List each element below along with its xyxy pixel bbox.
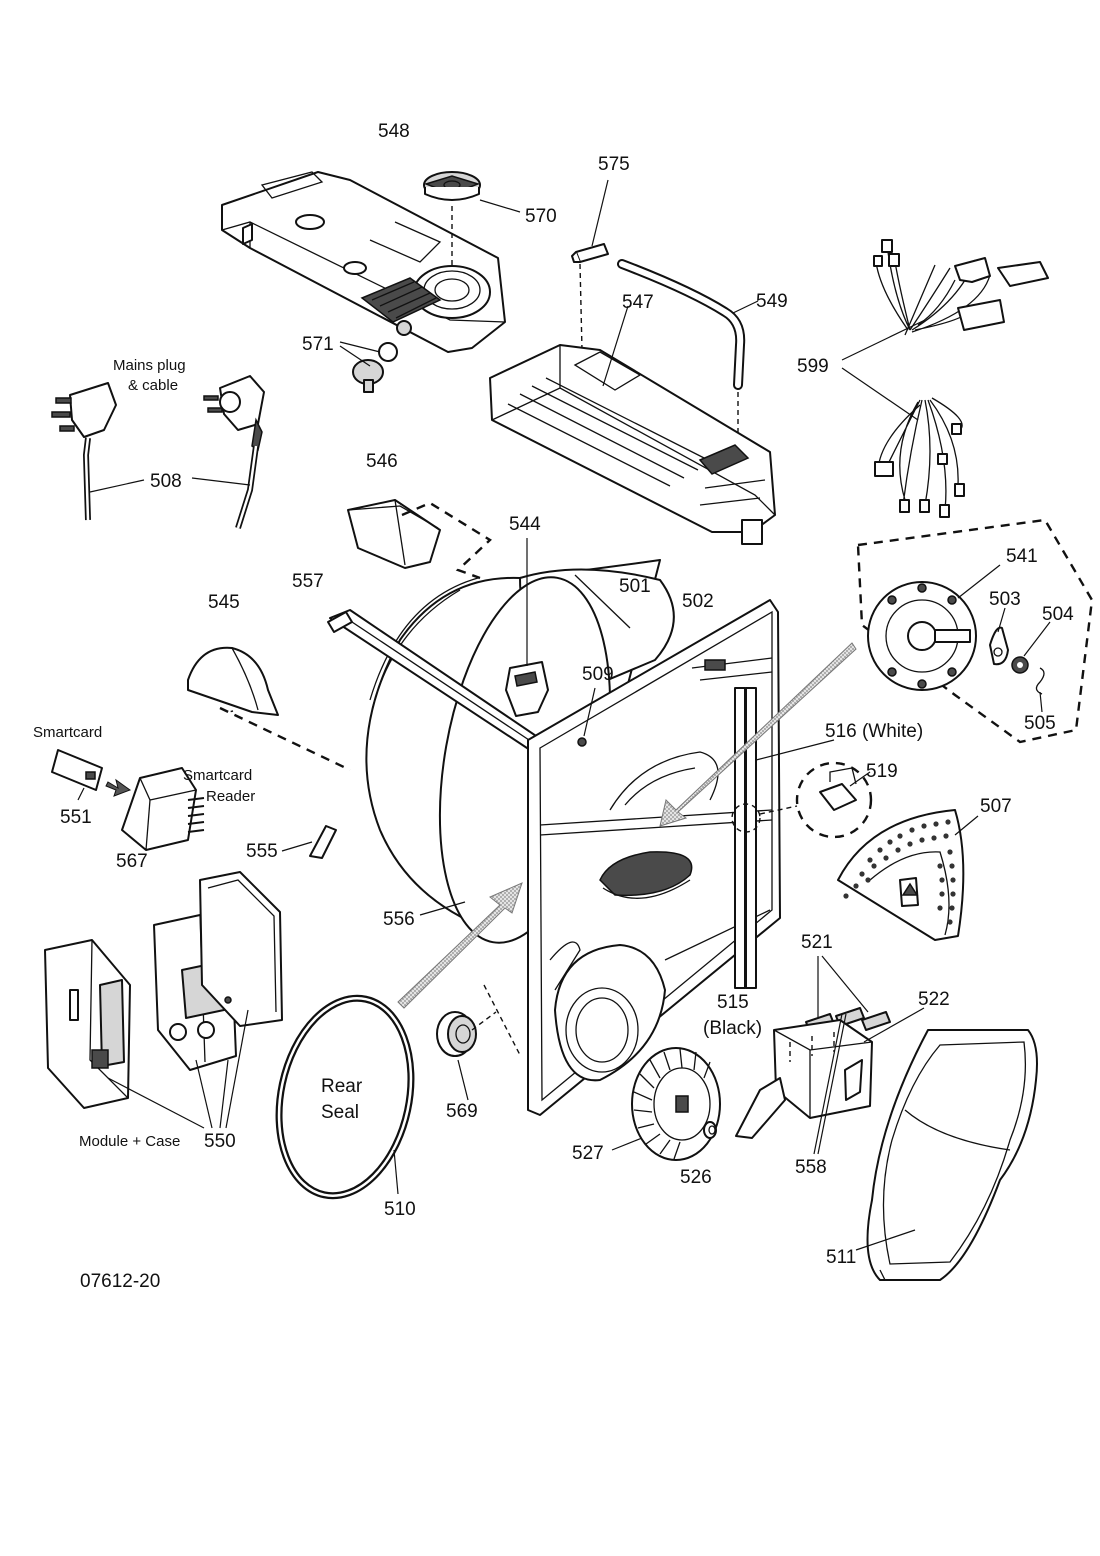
label-502: 502 (682, 591, 714, 612)
label-571: 571 (302, 334, 334, 355)
label-556: 556 (383, 909, 415, 930)
part-526-nut (703, 1121, 717, 1139)
label-541: 541 (1006, 546, 1038, 567)
part-545-cover (187, 646, 279, 716)
part-548-housing (221, 171, 506, 353)
label-549: 549 (756, 291, 788, 312)
part-508-mains-plug (51, 375, 265, 529)
part-503-504-505-fittings (989, 607, 1051, 713)
label-501: 501 (619, 576, 651, 597)
part-509-grommet (577, 687, 596, 747)
label-544: 544 (509, 514, 541, 535)
label-558: 558 (795, 1157, 827, 1178)
part-547-duct (489, 305, 776, 545)
part-507-grille (837, 809, 979, 941)
label-519: 519 (866, 761, 898, 782)
label-557: 557 (292, 571, 324, 592)
part-544-switch (505, 538, 549, 717)
caption-mains-line1: Mains plug (113, 357, 186, 374)
part-555-strip (281, 825, 337, 859)
part-546-bracket (347, 499, 441, 569)
part-522-heater-box (735, 1007, 925, 1139)
label-570: 570 (525, 206, 557, 227)
caption-rear-seal-line1: Rear (321, 1076, 363, 1097)
label-516: 516 (White) (825, 721, 923, 742)
part-519-clip (731, 761, 873, 839)
label-569: 569 (446, 1101, 478, 1122)
label-507: 507 (980, 796, 1012, 817)
label-503: 503 (989, 589, 1021, 610)
label-550: 550 (204, 1131, 236, 1152)
label-515: 515 (717, 992, 749, 1013)
part-541-motor-detail (856, 518, 1094, 744)
part-527-fan (611, 1047, 721, 1161)
part-570-cap (423, 171, 521, 265)
leader-556 (419, 901, 466, 916)
label-515-color: (Black) (703, 1018, 762, 1039)
label-547: 547 (622, 292, 654, 313)
caption-smartcard: Smartcard (33, 724, 102, 741)
label-504: 504 (1042, 604, 1074, 625)
label-548: 548 (378, 121, 410, 142)
caption-rear-seal-line2: Seal (321, 1102, 359, 1123)
label-510: 510 (384, 1199, 416, 1220)
caption-module-case: Module + Case (79, 1133, 180, 1150)
label-508: 508 (150, 471, 182, 492)
part-550-module (44, 871, 283, 1129)
direction-arrows (397, 642, 857, 1009)
part-551-567-smartcard (51, 749, 205, 851)
label-511: 511 (826, 1247, 856, 1268)
caption-mains-line2: & cable (128, 377, 178, 394)
label-546: 546 (366, 451, 398, 472)
drawing-number: 07612-20 (80, 1271, 160, 1292)
part-511-cover (855, 1029, 1038, 1281)
label-599: 599 (797, 356, 829, 377)
caption-reader-line2: Reader (206, 788, 255, 805)
part-558-rod (813, 1013, 847, 1155)
part-515-516-rods (734, 687, 835, 989)
part-575-connector (571, 179, 609, 351)
label-526: 526 (680, 1167, 712, 1188)
part-549-hose (617, 259, 759, 438)
label-522: 522 (918, 989, 950, 1010)
part-510-rear-seal (275, 994, 415, 1200)
label-551: 551 (60, 807, 92, 828)
caption-reader-line1: Smartcard (183, 767, 252, 784)
part-571-knob (339, 341, 398, 393)
part-599-harness (841, 239, 1049, 518)
label-567: 567 (116, 851, 148, 872)
label-509: 509 (582, 664, 614, 685)
part-569-bearing (436, 984, 521, 1101)
label-555: 555 (246, 841, 278, 862)
label-521: 521 (801, 932, 833, 953)
label-505: 505 (1024, 713, 1056, 734)
label-527: 527 (572, 1143, 604, 1164)
label-575: 575 (598, 154, 630, 175)
part-521-terminals (805, 955, 891, 1033)
label-545: 545 (208, 592, 240, 613)
